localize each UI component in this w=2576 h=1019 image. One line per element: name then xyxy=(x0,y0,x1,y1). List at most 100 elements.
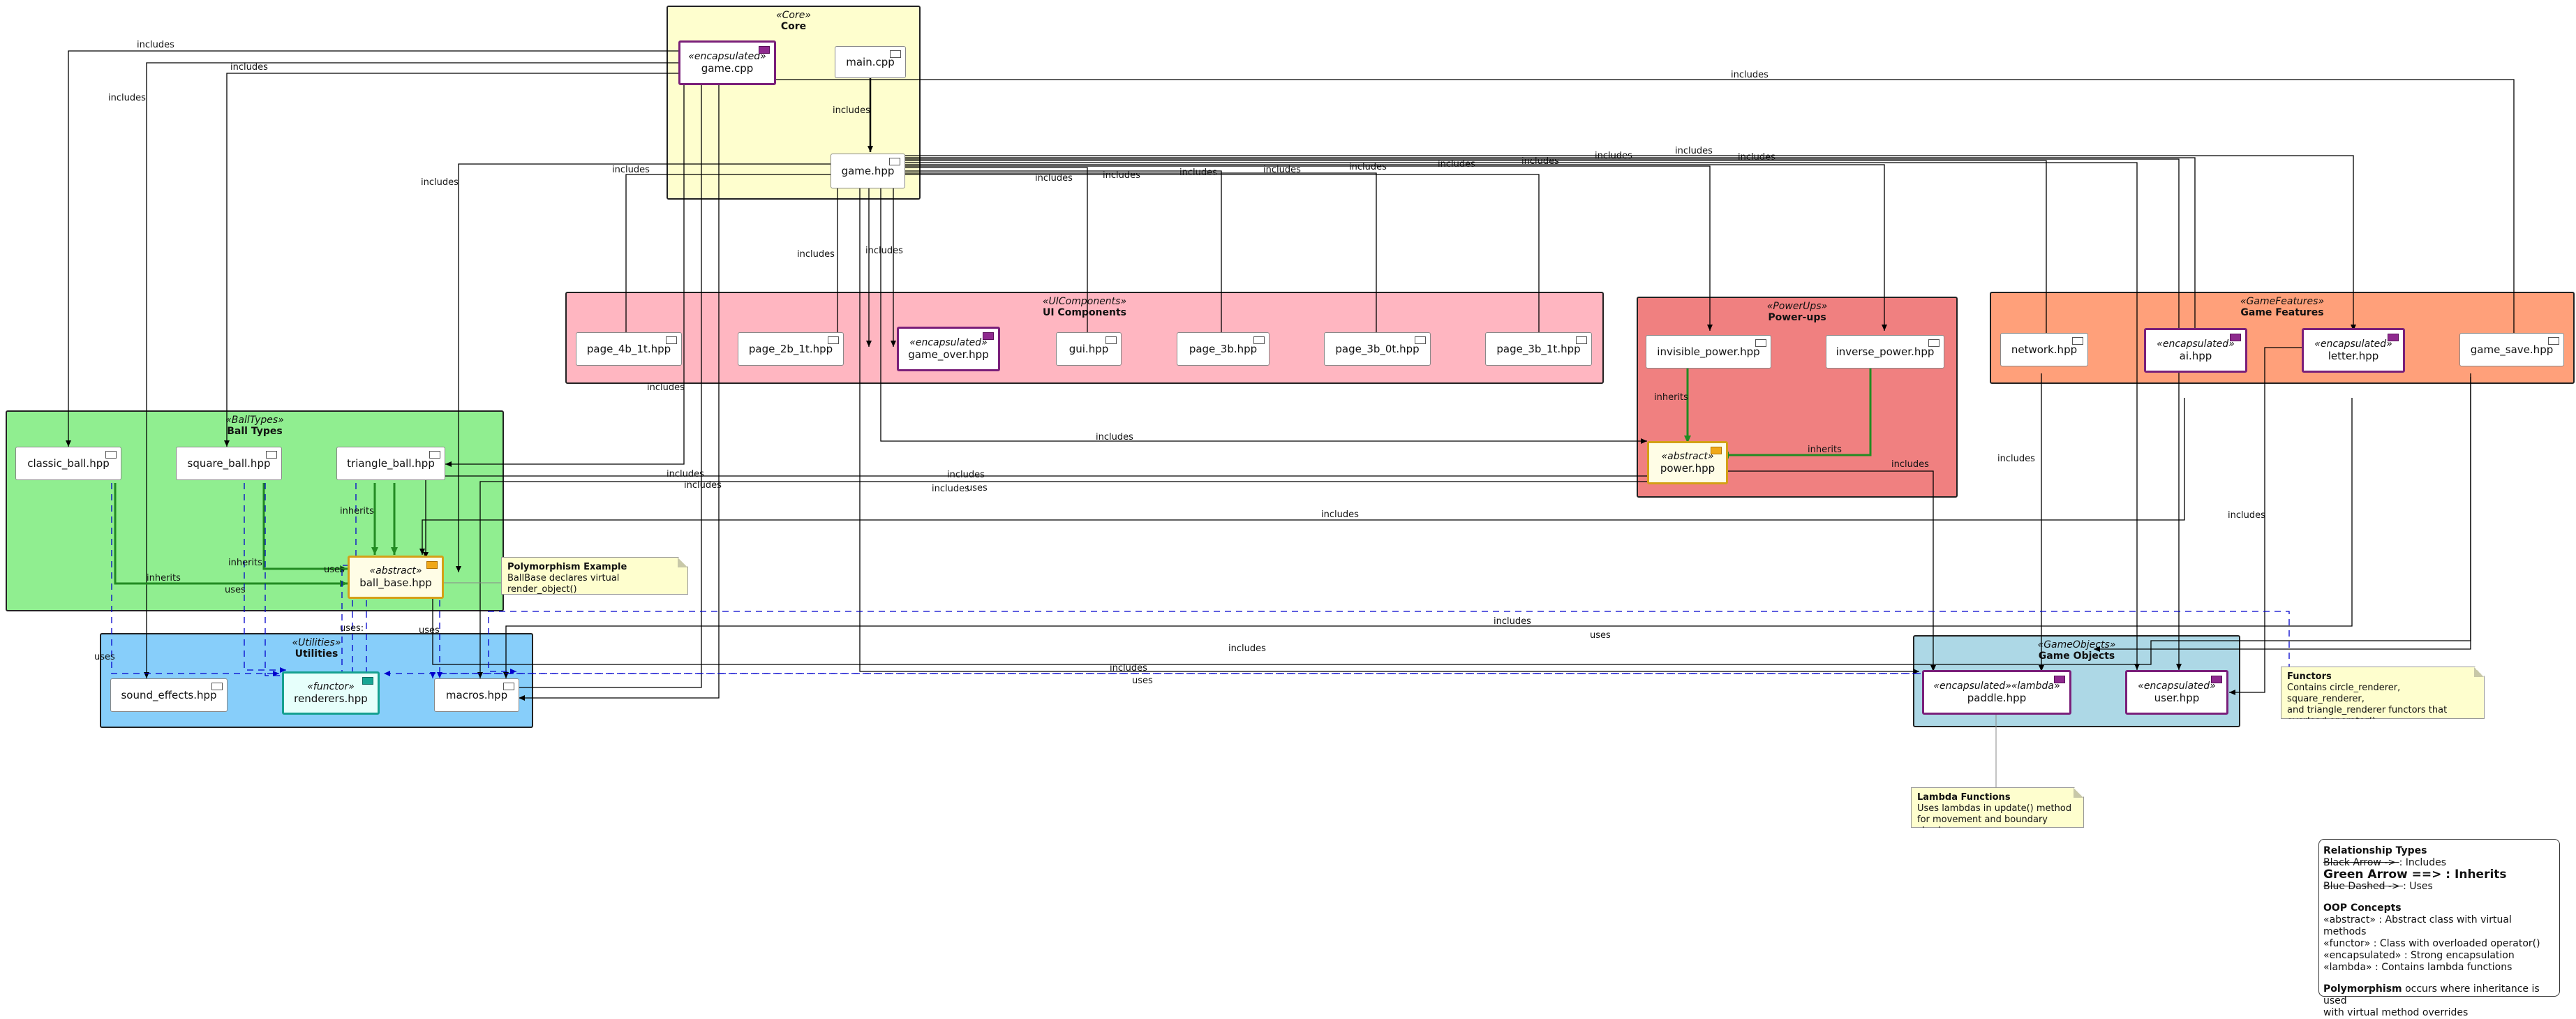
node-triangle-ball[interactable]: triangle_ball.hpp xyxy=(336,447,445,480)
note-lambda: Lambda Functions Uses lambdas in update(… xyxy=(1911,787,2084,828)
node-page-3b[interactable]: page_3b.hpp xyxy=(1177,332,1270,366)
node-stereotype: «encapsulated» xyxy=(2157,339,2235,350)
node-game-save[interactable]: game_save.hpp xyxy=(2459,333,2564,366)
edge-label: inherits xyxy=(1808,445,1842,455)
edge-label: uses xyxy=(225,585,246,595)
edge-label: includes xyxy=(647,382,685,393)
edge-includes xyxy=(1724,470,1936,671)
node-label: page_3b_0t.hpp xyxy=(1335,343,1420,355)
edge-label: includes xyxy=(1263,165,1301,175)
edge-label: includes xyxy=(1738,152,1775,163)
component-icon xyxy=(2230,334,2241,341)
edge-label: uses xyxy=(967,483,988,493)
note-line: Uses lambdas in update() method xyxy=(1917,803,2072,814)
node-gui[interactable]: gui.hpp xyxy=(1056,332,1122,366)
edge-includes xyxy=(905,160,2049,347)
edge-label: includes xyxy=(1096,432,1133,442)
edge-inherits xyxy=(114,483,348,587)
note-title: Functors xyxy=(2287,671,2332,682)
component-icon xyxy=(2211,676,2222,683)
edge-label: inherits xyxy=(147,573,181,583)
edge-label: uses xyxy=(419,625,440,636)
edge-includes xyxy=(66,50,678,447)
node-macros[interactable]: macros.hpp xyxy=(434,678,519,712)
node-renderers[interactable]: «functor» renderers.hpp xyxy=(282,671,380,715)
node-page-3b-0t[interactable]: page_3b_0t.hpp xyxy=(1324,332,1431,366)
edge-label: inherits xyxy=(340,506,374,516)
edge-includes xyxy=(905,158,2182,670)
legend-abstract: «abstract» : Abstract class with virtual… xyxy=(2323,914,2512,937)
edge-includes xyxy=(905,157,2198,347)
edge-includes xyxy=(503,398,2353,678)
node-inverse-power[interactable]: inverse_power.hpp xyxy=(1826,335,1944,369)
note-line: BallBase declares virtual render_object(… xyxy=(507,573,620,595)
component-icon xyxy=(105,451,117,459)
edge-label: includes xyxy=(865,246,903,256)
legend-spacer xyxy=(2323,974,2555,983)
component-icon xyxy=(2388,334,2399,341)
node-page-2b-1t[interactable]: page_2b_1t.hpp xyxy=(738,332,844,366)
node-game-cpp[interactable]: «encapsulated» game.cpp xyxy=(678,40,776,85)
package-title: Game Features xyxy=(2240,307,2324,318)
node-label: triangle_ball.hpp xyxy=(347,457,435,470)
node-power[interactable]: «abstract» power.hpp xyxy=(1647,441,1728,484)
edge-label: uses xyxy=(1132,676,1153,686)
edge-includes xyxy=(905,155,2356,331)
legend-oop-title: OOP Concepts xyxy=(2323,902,2402,914)
edge-includes xyxy=(859,188,1919,674)
node-user[interactable]: «encapsulated» user.hpp xyxy=(2125,670,2228,715)
legend-poly-line2: with virtual method overrides xyxy=(2323,1007,2469,1018)
edge-label: includes xyxy=(684,480,722,491)
legend-poly-rest: occurs where inheritance is used xyxy=(2323,983,2540,1006)
edge-includes xyxy=(905,167,1090,347)
legend-black-arrow: Black Arrow -> xyxy=(2323,857,2399,868)
node-paddle[interactable]: «encapsulated»«lambda» paddle.hpp xyxy=(1922,670,2071,715)
node-stereotype: «encapsulated» xyxy=(909,337,988,348)
component-icon xyxy=(1415,336,1426,344)
edge-label: includes xyxy=(947,470,985,480)
node-ai[interactable]: «encapsulated» ai.hpp xyxy=(2144,328,2247,373)
node-page-4b-1t[interactable]: page_4b_1t.hpp xyxy=(576,332,682,366)
edge-label: includes xyxy=(1731,70,1769,80)
node-label: invisible_power.hpp xyxy=(1657,345,1760,358)
package-stereotype: «BallTypes» xyxy=(225,415,284,426)
node-page-3b-1t[interactable]: page_3b_1t.hpp xyxy=(1485,332,1592,366)
edge-includes xyxy=(144,62,678,678)
component-icon xyxy=(1928,339,1940,347)
edge-includes xyxy=(430,373,2471,665)
legend-uses: Blue Dashed -> : Uses xyxy=(2323,881,2555,893)
node-game-over[interactable]: «encapsulated» game_over.hpp xyxy=(897,327,1000,371)
note-functors: Functors Contains circle_renderer, squar… xyxy=(2281,667,2485,719)
package-title: Ball Types xyxy=(227,426,283,437)
note-line: Contains circle_renderer, square_rendere… xyxy=(2287,683,2401,704)
edge-label: includes xyxy=(667,469,704,479)
component-icon xyxy=(1253,336,1265,344)
note-title: Lambda Functions xyxy=(1917,792,2011,803)
node-letter[interactable]: «encapsulated» letter.hpp xyxy=(2302,328,2405,373)
node-stereotype: «encapsulated» xyxy=(2138,680,2216,692)
node-label: letter.hpp xyxy=(2328,350,2379,362)
node-label: paddle.hpp xyxy=(1967,692,2027,704)
edge-label: includes xyxy=(230,62,268,73)
node-sound-effects[interactable]: sound_effects.hpp xyxy=(110,678,228,712)
component-icon xyxy=(2072,337,2083,345)
node-label: inverse_power.hpp xyxy=(1836,345,1935,358)
edge-label: inherits xyxy=(228,558,262,568)
edge-includes xyxy=(419,398,2185,555)
node-game-hpp[interactable]: game.hpp xyxy=(831,154,905,188)
node-label: square_ball.hpp xyxy=(187,457,271,470)
edge-label: uses: xyxy=(340,623,364,634)
node-ball-base[interactable]: «abstract» ball_base.hpp xyxy=(348,556,444,599)
node-square-ball[interactable]: square_ball.hpp xyxy=(176,447,282,480)
edge-label: includes xyxy=(1494,616,1531,627)
component-icon xyxy=(666,336,677,344)
edge-includes xyxy=(623,174,837,347)
node-invisible-power[interactable]: invisible_power.hpp xyxy=(1646,335,1771,369)
node-classic-ball[interactable]: classic_ball.hpp xyxy=(15,447,121,480)
node-network[interactable]: network.hpp xyxy=(2000,333,2088,366)
legend-functor: «functor» : Class with overloaded operat… xyxy=(2323,938,2540,949)
edge-label: includes xyxy=(1321,510,1359,520)
edge-label: uses xyxy=(1590,630,1611,641)
node-main-cpp[interactable]: main.cpp xyxy=(835,46,906,78)
edge-inherits xyxy=(1721,369,1872,459)
